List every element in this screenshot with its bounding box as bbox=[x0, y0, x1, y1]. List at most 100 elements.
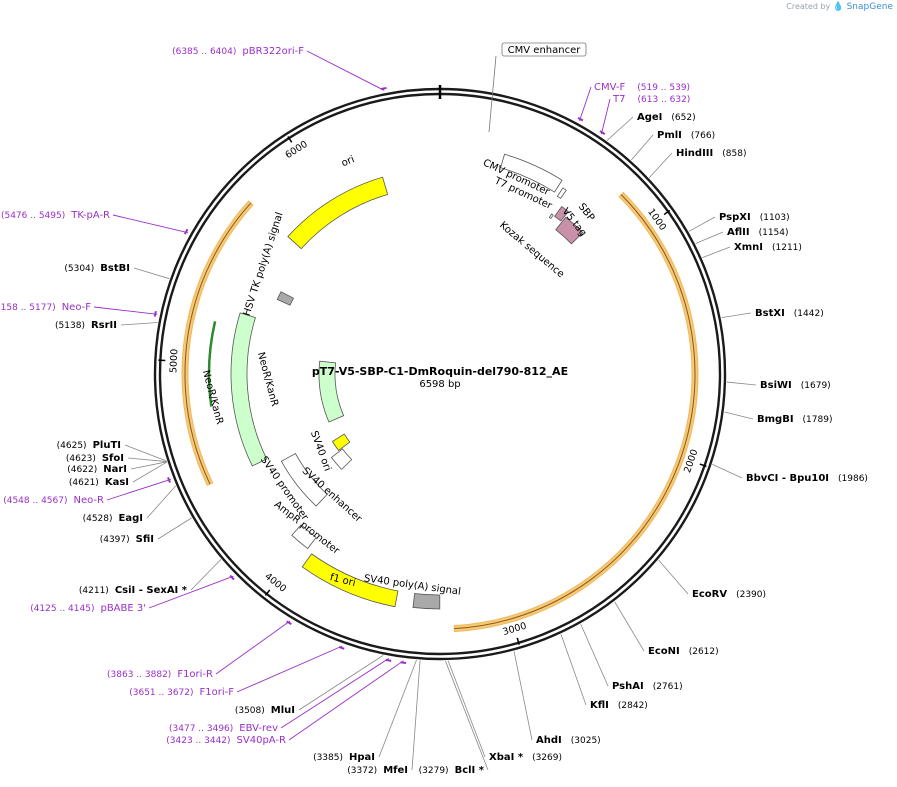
site-coord: (4623) bbox=[66, 454, 96, 464]
tick-label: 5000 bbox=[168, 349, 180, 374]
site-name: NarI bbox=[103, 464, 127, 475]
primer-coord: (3423 .. 3442) bbox=[166, 736, 230, 746]
feature-hsv-tk-poly-a-signal bbox=[276, 291, 295, 306]
primer-name: pBABE 3' bbox=[100, 603, 146, 614]
feature-sv40-ori bbox=[331, 433, 351, 452]
orf-layer bbox=[181, 191, 699, 633]
feature-sv40-poly-a-signal bbox=[412, 593, 441, 610]
site-leader bbox=[157, 517, 192, 540]
primer-coord: (613 .. 632) bbox=[637, 95, 690, 105]
site-leader bbox=[445, 660, 489, 771]
snapgene-logo: 💧 bbox=[832, 2, 845, 12]
site-leader bbox=[688, 216, 716, 232]
tick-label: 6000 bbox=[283, 139, 309, 161]
orf-line bbox=[454, 194, 696, 630]
site-name: BstXI bbox=[755, 308, 785, 319]
site-coord: (652) bbox=[671, 113, 695, 123]
primer-mark bbox=[183, 228, 189, 235]
feature-label: Kozak sequence bbox=[497, 220, 566, 280]
feature-ampr-promoter bbox=[291, 524, 317, 550]
feature-neor-kanr bbox=[230, 312, 268, 467]
primer-leader bbox=[93, 306, 158, 315]
primer-leader bbox=[106, 478, 171, 501]
site-name: BsiWI bbox=[760, 380, 792, 391]
feature-neor-kanr-inner bbox=[318, 360, 345, 423]
site-leader bbox=[724, 411, 754, 420]
site-leader bbox=[658, 559, 689, 595]
plasmid-length: 6598 bp bbox=[419, 379, 460, 390]
primer-leader bbox=[288, 660, 404, 741]
site-leader bbox=[146, 485, 177, 519]
site-leader bbox=[130, 461, 167, 470]
feature-cmv-promoter bbox=[500, 153, 563, 193]
site-name: SfoI bbox=[102, 453, 124, 464]
feature-callout-line bbox=[488, 55, 497, 133]
site-name: RsrII bbox=[91, 320, 117, 331]
feature-callout-box bbox=[501, 42, 587, 57]
site-coord: (4397) bbox=[100, 535, 130, 545]
feature-f1-ori bbox=[301, 553, 399, 608]
site-leader bbox=[378, 659, 417, 758]
feature-label: NeoR/KanR bbox=[200, 369, 225, 426]
primer-layer: CMV-F(519 .. 539)T7(613 .. 632)SV40pA-R(… bbox=[0, 46, 690, 746]
backbone bbox=[153, 85, 727, 661]
feature-ori bbox=[287, 176, 389, 250]
site-name: XbaI * bbox=[489, 752, 524, 763]
primer-name: F1ori-R bbox=[177, 669, 213, 680]
site-coord: (2390) bbox=[736, 590, 766, 600]
site-layer: AgeI(652)PmlI(766)HindIII(858)PspXI(1103… bbox=[55, 112, 868, 776]
primer-name: T7 bbox=[612, 94, 625, 105]
site-name: SfiI bbox=[136, 534, 154, 545]
site-coord: (4622) bbox=[67, 465, 97, 475]
site-coord: (3372) bbox=[347, 766, 377, 776]
site-name: BmgBI bbox=[757, 414, 794, 425]
site-leader bbox=[127, 457, 167, 462]
site-coord: (3279) bbox=[419, 766, 449, 776]
feature-label: ori bbox=[340, 154, 356, 169]
feature-t7-promoter bbox=[556, 187, 567, 199]
site-coord: (2612) bbox=[689, 647, 719, 657]
site-coord: (4621) bbox=[69, 478, 99, 488]
site-name: AhdI bbox=[536, 735, 562, 746]
site-name: HindIII bbox=[676, 148, 713, 159]
primer-coord: (3651 .. 3672) bbox=[129, 688, 193, 698]
feature-sbp bbox=[555, 216, 584, 245]
tick-mark bbox=[287, 136, 293, 143]
primer-name: F1ori-F bbox=[200, 687, 235, 698]
site-leader bbox=[580, 623, 609, 687]
site-leader bbox=[702, 246, 731, 258]
tick-mark bbox=[516, 637, 520, 645]
site-leader bbox=[124, 444, 167, 462]
site-leader bbox=[712, 464, 743, 479]
site-coord: (766) bbox=[691, 131, 715, 141]
primer-coord: (6385 .. 6404) bbox=[172, 47, 236, 57]
primer-leader bbox=[280, 658, 390, 729]
site-leader bbox=[120, 322, 158, 326]
site-leader bbox=[298, 654, 384, 711]
site-leader bbox=[133, 267, 170, 280]
site-name: EcoRV bbox=[692, 589, 727, 600]
primer-leader bbox=[148, 575, 234, 609]
primer-name: EBV-rev bbox=[239, 723, 278, 734]
site-coord: (4625) bbox=[57, 441, 87, 451]
site-coord: (1679) bbox=[801, 381, 831, 391]
site-coord: (858) bbox=[722, 149, 746, 159]
plasmid-name: pT7-V5-SBP-C1-DmRoquin-del790-812_AE bbox=[312, 365, 568, 378]
site-leader bbox=[648, 152, 673, 178]
feature-label: AmpR promoter bbox=[272, 499, 342, 557]
site-name: KasI bbox=[105, 477, 129, 488]
tick-label: 4000 bbox=[262, 571, 288, 595]
site-name: XmnI bbox=[734, 242, 763, 253]
site-leader bbox=[726, 381, 757, 386]
site-coord: (3385) bbox=[313, 753, 343, 763]
site-name: PmlI bbox=[657, 130, 682, 141]
site-coord: (4211) bbox=[79, 586, 109, 596]
site-name: KflI bbox=[590, 700, 609, 711]
site-coord: (3269) bbox=[532, 753, 562, 763]
site-coord: (1211) bbox=[772, 243, 802, 253]
site-coord: (3025) bbox=[571, 736, 601, 746]
site-name: EcoNI bbox=[648, 646, 680, 657]
credit-prefix: Created by bbox=[786, 2, 831, 11]
